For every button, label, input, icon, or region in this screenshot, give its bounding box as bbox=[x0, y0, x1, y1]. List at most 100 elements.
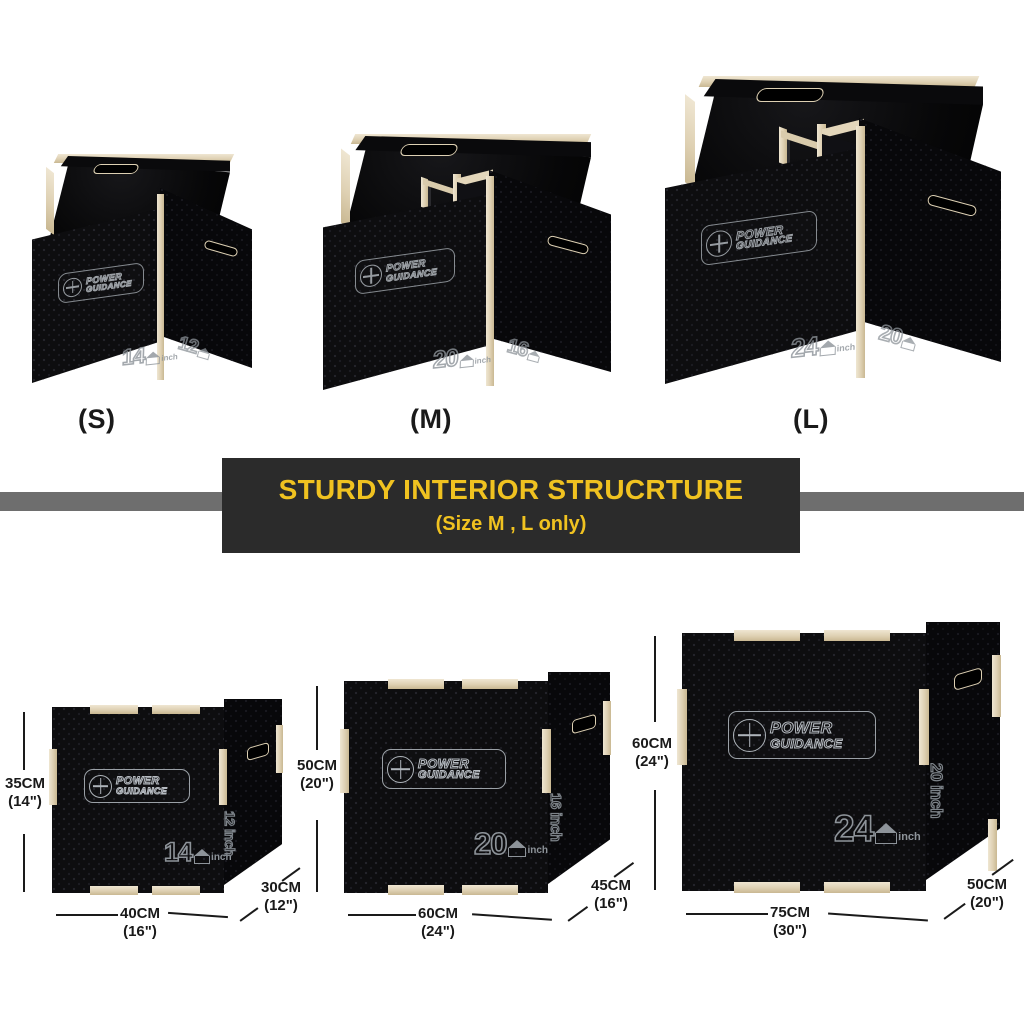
inch-unit-label: inch bbox=[898, 831, 921, 844]
house-icon bbox=[875, 823, 898, 845]
dim-depth-medium: 45CM (16") bbox=[580, 877, 642, 914]
dim-height-line-bottom bbox=[654, 790, 656, 890]
inch-mark-front: 14 inch bbox=[121, 342, 179, 371]
house-icon bbox=[526, 349, 542, 364]
feature-banner: STURDY INTERIOR STRUCRTURE (Size M , L o… bbox=[222, 458, 800, 553]
side-inch-mark: 12 inch bbox=[221, 810, 238, 856]
face-right bbox=[489, 170, 611, 372]
rim-left-rail bbox=[341, 148, 350, 230]
dim-in: (24") bbox=[421, 923, 455, 941]
handle-slot-rear bbox=[754, 88, 826, 102]
inch-number: 20 bbox=[876, 319, 906, 351]
cross-wheel-emblem-icon bbox=[733, 718, 766, 752]
inch-unit-label: inch bbox=[836, 341, 856, 354]
inch-mark-front: 20 inch bbox=[432, 344, 492, 375]
dim-depth-small: 30CM (12") bbox=[250, 879, 312, 916]
inch-unit-label: inch bbox=[161, 351, 178, 363]
closed-box-large: POWER GUIDANCE 24 inch 20 inch bbox=[677, 622, 1001, 905]
face-side bbox=[548, 672, 610, 884]
closed-box-medium: POWER GUIDANCE 20 inch 16 inch bbox=[340, 672, 611, 907]
trim-bottom-right bbox=[152, 886, 200, 895]
dim-height-line-bottom bbox=[316, 820, 318, 892]
brand-word-top: POWER bbox=[770, 719, 833, 737]
dim-width-large: 75CM (30") bbox=[740, 904, 840, 941]
face-front-left bbox=[32, 208, 162, 383]
house-icon bbox=[508, 840, 527, 858]
size-label-medium: (M) bbox=[410, 404, 452, 434]
inch-number: 12 bbox=[175, 332, 201, 359]
trim-left-edge bbox=[49, 749, 57, 805]
inch-number: 20 bbox=[432, 344, 459, 375]
cross-wheel-emblem-icon bbox=[63, 276, 82, 298]
trim-left-edge bbox=[677, 689, 687, 765]
face-front bbox=[682, 633, 926, 891]
dim-cm: 40CM bbox=[119, 905, 160, 922]
rim-left-rail bbox=[685, 94, 695, 190]
dim-height-line-top bbox=[316, 686, 318, 750]
house-icon bbox=[459, 354, 474, 369]
open-box-large: POWER GUIDANCE 24 inch 20 bbox=[645, 72, 1005, 402]
dim-cm: 45CM bbox=[590, 877, 631, 894]
brand-word-top: POWER bbox=[115, 775, 160, 787]
inch-unit-label: inch bbox=[527, 845, 549, 857]
dim-cm: 75CM bbox=[769, 904, 810, 921]
dim-height-line-top bbox=[23, 712, 25, 770]
brand-word-top: POWER bbox=[418, 756, 470, 771]
size-label-small: (S) bbox=[78, 404, 116, 434]
dim-height-line-top bbox=[654, 636, 656, 722]
house-icon bbox=[900, 335, 918, 352]
dim-cm: 50CM bbox=[296, 757, 337, 774]
house-icon bbox=[146, 350, 161, 366]
brand-word-bottom: GUIDANCE bbox=[418, 769, 480, 781]
trim-bottom-left bbox=[90, 886, 138, 895]
face-right bbox=[160, 188, 252, 368]
dim-width-small: 40CM (16") bbox=[90, 905, 190, 942]
brand-logo: POWER GUIDANCE bbox=[382, 749, 506, 789]
trim-top-left bbox=[388, 679, 444, 689]
dim-cm: 60CM bbox=[631, 735, 672, 752]
cross-wheel-emblem-icon bbox=[706, 228, 732, 259]
dim-width-line-left bbox=[686, 913, 768, 915]
trim-top-right bbox=[462, 679, 518, 689]
trim-top-left bbox=[90, 705, 138, 714]
handle-slot-rear bbox=[398, 144, 460, 156]
house-icon bbox=[819, 339, 837, 357]
inch-mark-front: 24 inch bbox=[790, 330, 856, 365]
dim-in: (12") bbox=[264, 897, 298, 915]
trim-side-edge bbox=[603, 701, 611, 755]
trim-bottom-left bbox=[388, 885, 444, 895]
inch-unit-label: inch bbox=[474, 355, 492, 367]
dim-depth-line-upper bbox=[613, 862, 634, 878]
trim-side-edge bbox=[276, 725, 283, 773]
face-side bbox=[224, 699, 282, 885]
dim-width-line-right bbox=[828, 912, 928, 922]
cross-wheel-emblem-icon bbox=[89, 774, 112, 798]
dim-width-line-left bbox=[56, 914, 118, 916]
dim-in: (16") bbox=[123, 923, 157, 941]
brand-logo: POWER GUIDANCE bbox=[728, 711, 876, 759]
closed-box-small: POWER GUIDANCE 14 inch 12 inch bbox=[49, 699, 283, 907]
cross-wheel-emblem-icon bbox=[387, 755, 414, 783]
trim-right-edge bbox=[219, 749, 227, 805]
trim-top-right bbox=[824, 630, 890, 641]
trim-side-edge-lower bbox=[988, 819, 997, 871]
dim-in: (20") bbox=[300, 775, 334, 793]
corner-wood-post bbox=[157, 194, 164, 380]
house-icon bbox=[196, 346, 212, 361]
dim-width-line-left bbox=[348, 914, 416, 916]
open-box-small: POWER GUIDANCE 14 inch 12 bbox=[18, 150, 252, 400]
dim-cm: 35CM bbox=[4, 775, 45, 792]
brand-word-bottom: GUIDANCE bbox=[115, 786, 168, 796]
brand-logo: POWER GUIDANCE bbox=[84, 769, 190, 803]
trim-bottom-left bbox=[734, 882, 800, 893]
inch-mark-front: 14 inch bbox=[163, 838, 231, 867]
inch-number: 24 bbox=[833, 808, 875, 849]
face-front bbox=[344, 681, 548, 893]
trim-top-right bbox=[152, 705, 200, 714]
brand-word-bottom: GUIDANCE bbox=[770, 735, 843, 751]
dim-cm: 30CM bbox=[260, 879, 301, 896]
dim-cm: 50CM bbox=[966, 876, 1007, 893]
inch-mark-front: 24 inch bbox=[833, 808, 921, 849]
dim-cm: 60CM bbox=[417, 905, 458, 922]
